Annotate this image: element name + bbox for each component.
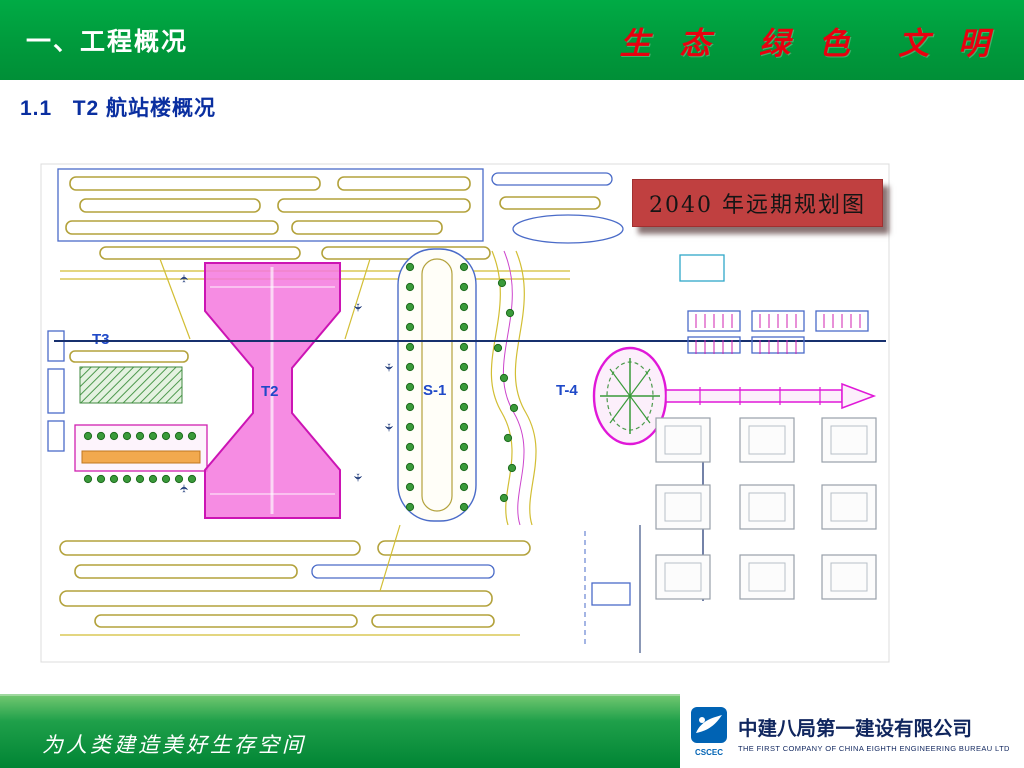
- header-slogan: 生 态 绿 色 文 明: [619, 25, 998, 62]
- footer-slogan: 为人类建造美好生存空间: [42, 733, 306, 757]
- airplane-icon: ✈: [382, 423, 394, 432]
- map-caption: 2040 年远期规划图: [632, 179, 883, 227]
- header-bar: 一、工程概况 生 态 绿 色 文 明: [0, 0, 1024, 80]
- company-name-en: THE FIRST COMPANY OF CHINA EIGHTH ENGINE…: [738, 743, 1010, 753]
- label-t2: T2: [261, 383, 279, 400]
- label-t3: T3: [92, 331, 110, 348]
- aircraft-icons-group: ✈ ✈ ✈ ✈ ✈ ✈: [179, 274, 394, 493]
- label-t4: T-4: [556, 382, 578, 399]
- airplane-icon: ✈: [382, 363, 394, 372]
- airplane-icon: ✈: [179, 484, 191, 493]
- north-runways-group: [57, 168, 731, 340]
- company-name: 中建八局第一建设有限公司: [738, 717, 973, 740]
- west-terminal-area-group: T3: [47, 330, 208, 483]
- footer-bar: 为人类建造美好生存空间 CSCEC 中建八局第一建设有限公司 THE FIRST…: [0, 694, 1024, 768]
- master-plan-drawing: T3 S-1: [40, 163, 890, 663]
- s1-concourse-group: S-1: [397, 248, 477, 522]
- label-s1: S-1: [423, 382, 446, 399]
- airplane-icon: ✈: [179, 274, 191, 283]
- page-title: 一、工程概况: [26, 28, 189, 56]
- t2-terminal-group: T2: [204, 262, 341, 519]
- section-heading: 1.1 T2 航站楼概况: [20, 97, 217, 120]
- airplane-icon: ✈: [351, 473, 363, 482]
- landside-roads-group: [490, 250, 537, 526]
- east-parking-group: [679, 254, 869, 355]
- logo-caption: CSCEC: [695, 748, 723, 757]
- south-runways-group: [59, 524, 631, 645]
- airport-master-plan: T3 S-1: [40, 163, 890, 663]
- company-logo-panel: CSCEC 中建八局第一建设有限公司 THE FIRST COMPANY OF …: [680, 694, 1024, 768]
- east-buildings-group: [655, 417, 877, 600]
- cscec-logo-icon: CSCEC: [691, 707, 727, 757]
- airplane-icon: ✈: [351, 303, 363, 312]
- company-name-block: 中建八局第一建设有限公司 THE FIRST COMPANY OF CHINA …: [738, 712, 1010, 753]
- t4-terminal-group: T-4: [556, 346, 877, 446]
